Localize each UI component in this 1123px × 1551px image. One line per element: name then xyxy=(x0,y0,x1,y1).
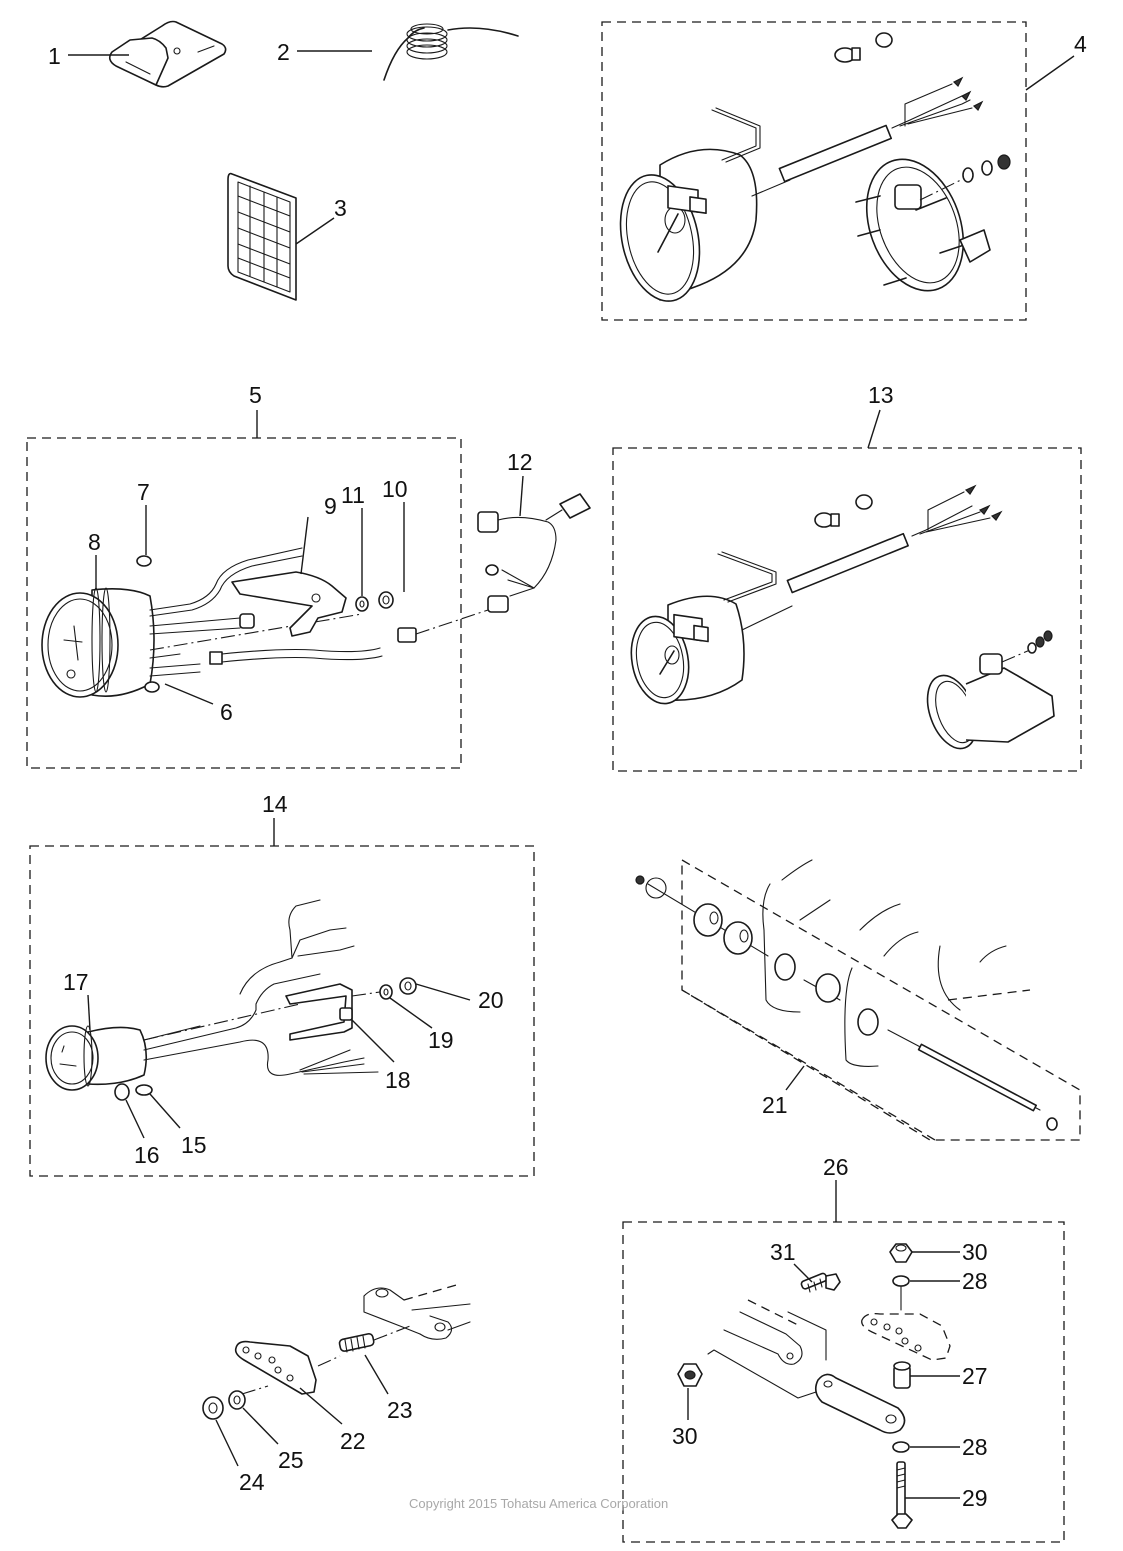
callout-24: 24 xyxy=(239,1469,265,1495)
callout-11: 11 xyxy=(341,482,365,508)
callout-14: 14 xyxy=(262,791,288,817)
callout-15: 15 xyxy=(181,1132,207,1158)
callout-12: 12 xyxy=(507,449,533,475)
callout-4: 4 xyxy=(1074,31,1087,57)
callout-9: 9 xyxy=(324,493,337,519)
callout-27: 27 xyxy=(962,1363,988,1389)
callout-30-left: 30 xyxy=(672,1423,698,1449)
kit-26-link-assembly: 26 31 30 28 xyxy=(622,1154,1065,1543)
callout-31: 31 xyxy=(770,1239,796,1265)
part-12-harness: 12 xyxy=(477,449,591,613)
callout-29: 29 xyxy=(962,1485,988,1511)
callout-20: 20 xyxy=(478,987,504,1013)
kit-4-tachometer-assembly: 4 xyxy=(601,21,1087,321)
callout-23: 23 xyxy=(387,1397,413,1423)
kit-14-gauge-assembly: 14 17 18 19 20 16 xyxy=(29,791,535,1177)
callout-17: 17 xyxy=(63,969,89,995)
callout-28-bottom: 28 xyxy=(962,1434,988,1460)
callout-18: 18 xyxy=(385,1067,411,1093)
callout-8: 8 xyxy=(88,529,101,555)
part-2-cable: 2 xyxy=(277,23,519,81)
callout-30-top: 30 xyxy=(962,1239,988,1265)
callout-16: 16 xyxy=(134,1142,160,1168)
callout-19: 19 xyxy=(428,1027,454,1053)
part-3-label-sheet: 3 xyxy=(227,172,347,301)
callout-22: 22 xyxy=(340,1428,366,1454)
copyright-notice: Copyright 2015 Tohatsu America Corporati… xyxy=(409,1496,669,1511)
callout-2: 2 xyxy=(277,39,290,65)
callout-26: 26 xyxy=(823,1154,849,1180)
callout-21: 21 xyxy=(762,1092,788,1118)
callout-25: 25 xyxy=(278,1447,304,1473)
callout-1: 1 xyxy=(48,43,61,69)
callout-3: 3 xyxy=(334,195,347,221)
parts-22-25-bracket-stud: 22 23 25 24 xyxy=(202,1283,471,1495)
callout-10: 10 xyxy=(382,476,408,502)
kit-5-gauge-assembly: 5 7 xyxy=(26,382,489,769)
kit-21-mount-hardware: 21 xyxy=(635,858,1081,1141)
callout-6: 6 xyxy=(220,699,233,725)
part-1-tool-pouch: 1 xyxy=(48,20,227,88)
callout-7: 7 xyxy=(137,479,150,505)
callout-28-top: 28 xyxy=(962,1268,988,1294)
callout-5: 5 xyxy=(249,382,262,408)
kit-13-gauge-assembly: 13 xyxy=(612,382,1082,772)
callout-13: 13 xyxy=(868,382,894,408)
